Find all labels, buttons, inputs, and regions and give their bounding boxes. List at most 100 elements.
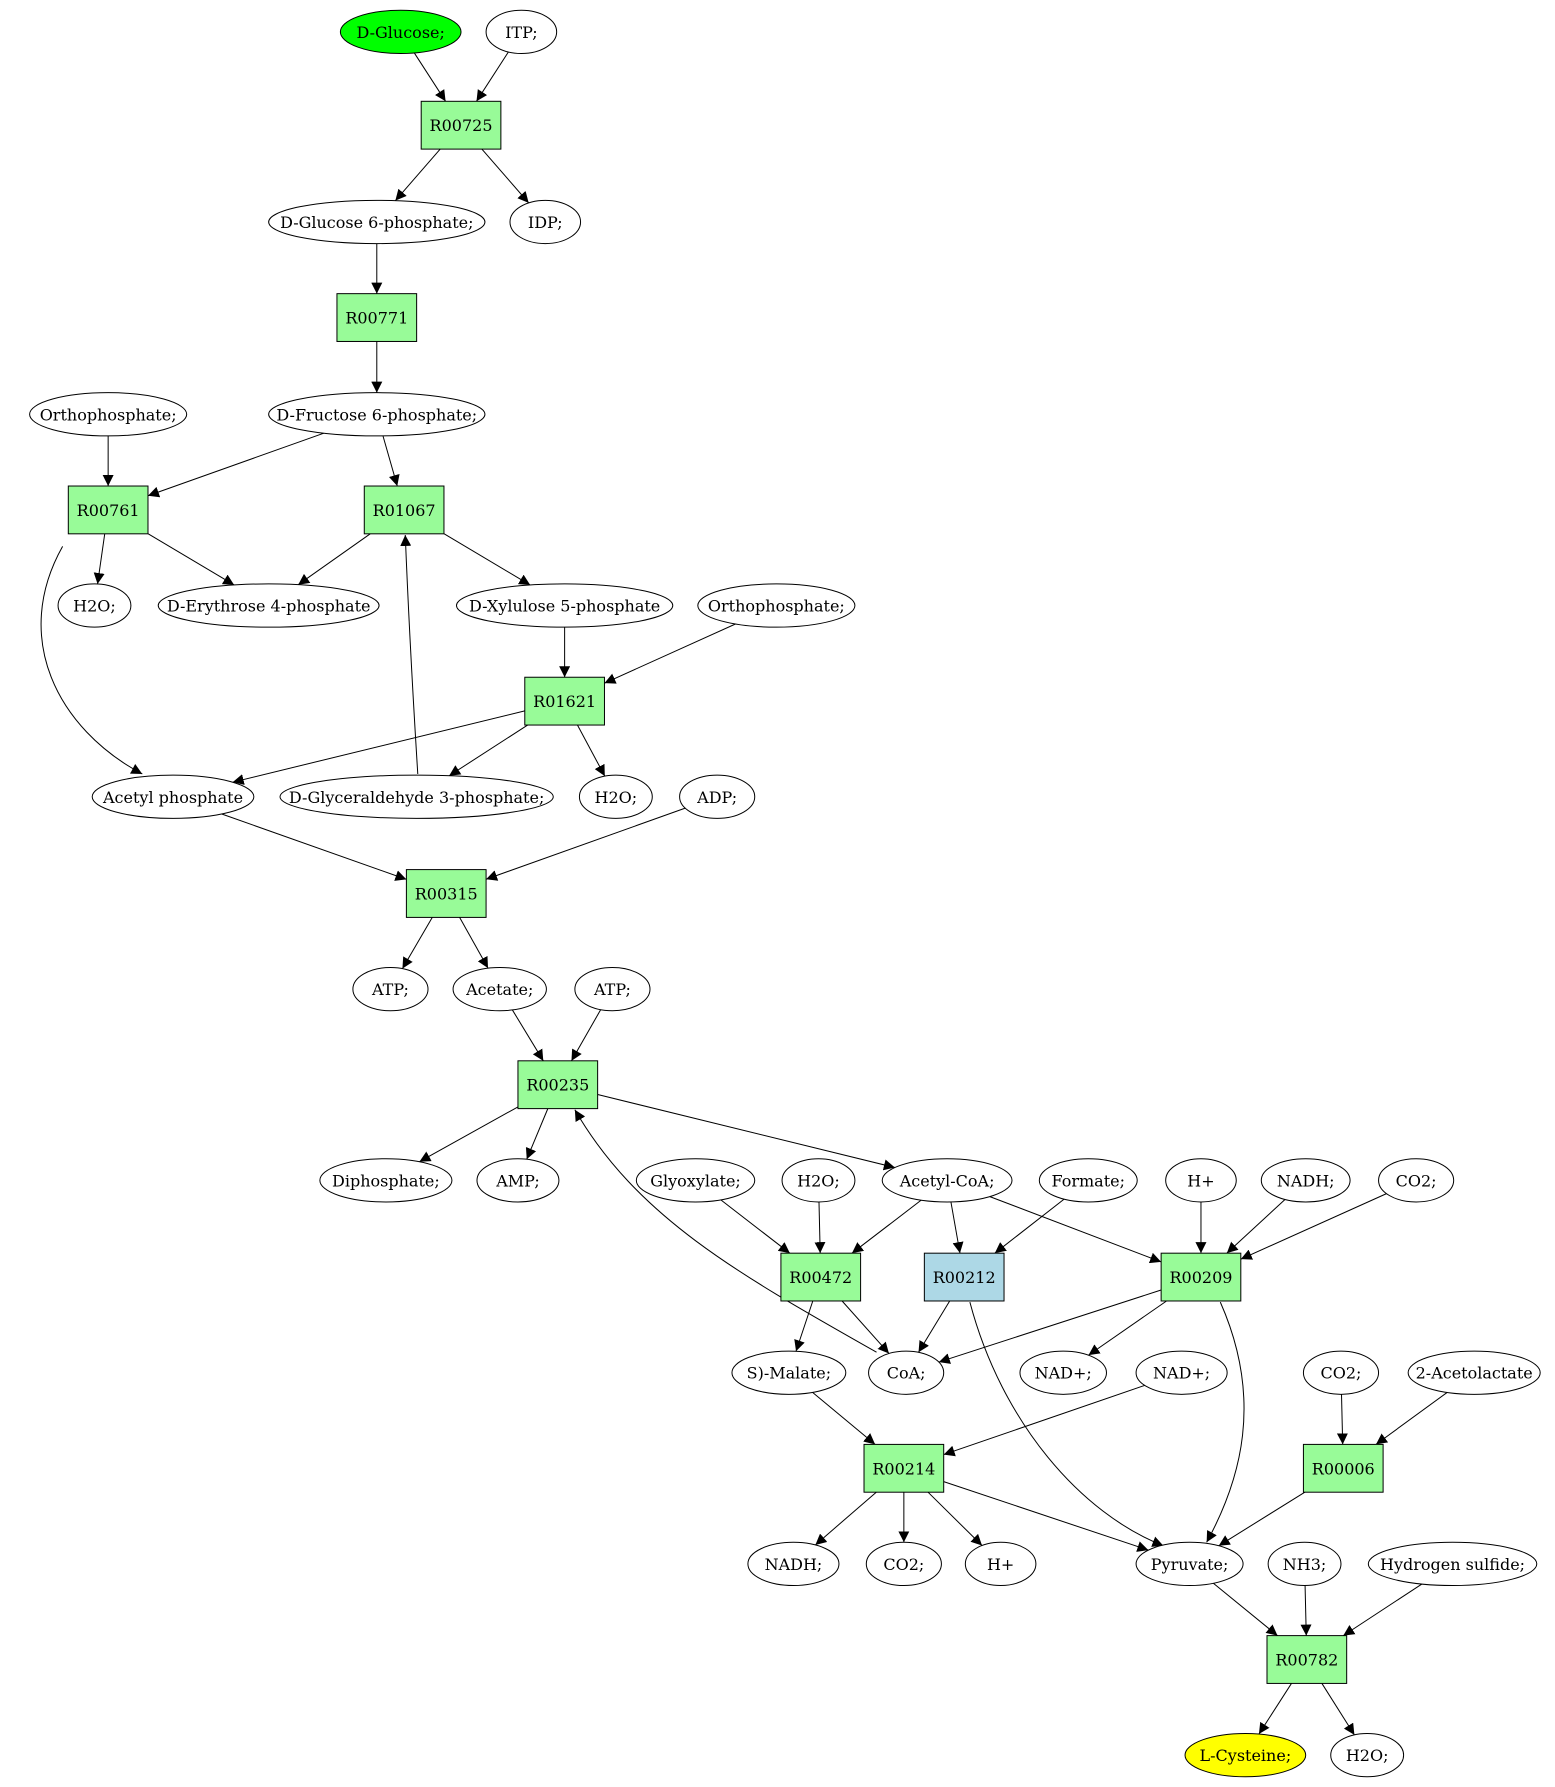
- compound-node-nadp2[interactable]: NAD+;: [1135, 1350, 1228, 1395]
- compound-node-co2_2[interactable]: CO2;: [1302, 1350, 1380, 1395]
- edge-r00235-to-diphos: [419, 1106, 519, 1163]
- compound-ellipse: [1135, 1350, 1228, 1395]
- edge-h2o_3-to-r00472: [814, 1201, 826, 1254]
- compound-ellipse: [1260, 1158, 1351, 1203]
- compound-node-nh3[interactable]: NH3;: [1267, 1541, 1342, 1587]
- node-label: CO2;: [1321, 1364, 1362, 1383]
- compound-node-glyox[interactable]: Glyoxylate;: [635, 1158, 756, 1203]
- reaction-node-r00212[interactable]: R00212: [923, 1252, 1005, 1302]
- reaction-box: [1160, 1252, 1242, 1302]
- edge-acetate-to-r00235: [511, 1009, 544, 1062]
- edge-r01067-to-x5p: [443, 533, 531, 586]
- node-label: NH3;: [1283, 1555, 1327, 1574]
- compound-ellipse: [1184, 1733, 1307, 1778]
- compound-node-acetate[interactable]: Acetate;: [452, 966, 547, 1012]
- reaction-box: [67, 485, 149, 535]
- reaction-node-r00771[interactable]: R00771: [336, 293, 418, 342]
- node-label: CO2;: [883, 1555, 924, 1574]
- reaction-node-r01067[interactable]: R01067: [363, 485, 445, 535]
- compound-node-x5p[interactable]: D-Xylulose 5-phosphate: [455, 583, 674, 628]
- reaction-box: [363, 485, 445, 535]
- compound-node-nadh1[interactable]: NADH;: [1260, 1158, 1351, 1203]
- edge-r01067-to-e4p: [297, 533, 371, 586]
- compound-node-h2s[interactable]: Hydrogen sulfide;: [1367, 1541, 1538, 1587]
- reaction-node-r00315[interactable]: R00315: [405, 869, 487, 918]
- compound-ellipse: [865, 1541, 942, 1587]
- node-label: R00771: [345, 309, 408, 328]
- reaction-node-r00006[interactable]: R00006: [1302, 1443, 1384, 1493]
- compound-node-acetolactate[interactable]: 2-Acetolactate: [1407, 1350, 1541, 1395]
- node-label: ADP;: [696, 788, 737, 807]
- edge-r00214-to-hplus2: [927, 1491, 983, 1546]
- compound-node-orthophos2[interactable]: Orthophosphate;: [697, 583, 856, 628]
- compound-node-h2o_2[interactable]: H2O;: [578, 774, 653, 819]
- edge-r00725-to-idp: [481, 148, 530, 204]
- compound-node-pyruvate[interactable]: Pyruvate;: [1135, 1541, 1244, 1587]
- node-label: R00214: [872, 1459, 935, 1478]
- compound-node-idp[interactable]: IDP;: [509, 199, 582, 245]
- node-label: NADH;: [1277, 1171, 1335, 1190]
- edge-co2_1-to-r00209: [1240, 1193, 1387, 1260]
- compound-node-h2o_1[interactable]: H2O;: [57, 583, 132, 628]
- node-label: H+: [987, 1555, 1014, 1574]
- compound-node-orthophos1[interactable]: Orthophosphate;: [29, 392, 188, 437]
- edge-g3p-to-r01067: [400, 534, 419, 775]
- compound-node-coa[interactable]: CoA;: [868, 1350, 945, 1395]
- compound-node-amp[interactable]: AMP;: [476, 1158, 560, 1203]
- edge-f6p-to-r01067: [382, 435, 400, 487]
- edge-r00472-to-malate: [794, 1300, 814, 1352]
- compound-node-atp2[interactable]: ATP;: [574, 966, 651, 1012]
- compound-node-malate[interactable]: S)-Malate;: [731, 1350, 847, 1395]
- compound-node-g3p[interactable]: D-Glyceraldehyde 3-phosphate;: [279, 774, 554, 819]
- edge-r00214-to-pyruvate: [943, 1481, 1149, 1552]
- compound-node-e4p[interactable]: D-Erythrose 4-phosphate: [157, 583, 380, 628]
- reaction-node-r00725[interactable]: R00725: [420, 100, 502, 150]
- node-label: Pyruvate;: [1151, 1555, 1229, 1574]
- compound-node-co2_1[interactable]: CO2;: [1378, 1158, 1455, 1203]
- compound-node-formate[interactable]: Formate;: [1038, 1158, 1138, 1203]
- compound-node-h2o_3[interactable]: H2O;: [781, 1158, 856, 1203]
- compound-node-f6p[interactable]: D-Fructose 6-phosphate;: [268, 392, 486, 437]
- reaction-node-r00761[interactable]: R00761: [67, 485, 149, 535]
- compound-node-itp[interactable]: ITP;: [485, 9, 558, 54]
- node-label: NAD+;: [1153, 1364, 1210, 1383]
- edge-nh3-to-r00782: [1300, 1585, 1312, 1636]
- node-label: Hydrogen sulfide;: [1380, 1555, 1525, 1574]
- reaction-box: [517, 1060, 599, 1110]
- edge-r00761-to-acetylp: [40, 546, 143, 775]
- compound-node-acetylp[interactable]: Acetyl phosphate: [91, 774, 255, 819]
- edge-r00235-to-amp: [525, 1108, 549, 1160]
- reaction-node-r01621[interactable]: R01621: [524, 676, 605, 726]
- compound-ellipse: [1267, 1541, 1342, 1587]
- node-label: 2-Acetolactate: [1416, 1364, 1533, 1383]
- edge-coa-to-r00235: [574, 1109, 877, 1353]
- node-label: CO2;: [1396, 1171, 1437, 1190]
- edge-formate-to-r00212: [994, 1198, 1065, 1254]
- compound-node-acoa[interactable]: Acetyl-CoA;: [881, 1158, 1013, 1203]
- reaction-node-r00782[interactable]: R00782: [1266, 1635, 1348, 1684]
- reaction-node-r00209[interactable]: R00209: [1160, 1252, 1242, 1302]
- compound-node-glucose[interactable]: D-Glucose;: [339, 9, 462, 54]
- compound-ellipse: [881, 1158, 1013, 1203]
- compound-node-atp1[interactable]: ATP;: [352, 966, 429, 1012]
- compound-node-co2_3[interactable]: CO2;: [865, 1541, 942, 1587]
- compound-node-diphos[interactable]: Diphosphate;: [319, 1158, 453, 1203]
- compound-node-nadp1[interactable]: NAD+;: [1019, 1350, 1107, 1395]
- compound-node-nadh2[interactable]: NADH;: [747, 1541, 840, 1587]
- compound-node-cysteine[interactable]: L-Cysteine;: [1184, 1733, 1307, 1778]
- edge-adp-to-r00315: [485, 807, 686, 881]
- compound-node-h2o_4[interactable]: H2O;: [1330, 1733, 1405, 1778]
- compound-node-g6p[interactable]: D-Glucose 6-phosphate;: [268, 199, 486, 245]
- reaction-node-r00472[interactable]: R00472: [780, 1252, 862, 1302]
- compound-ellipse: [485, 9, 558, 54]
- compound-node-hplus1[interactable]: H+: [1165, 1158, 1237, 1203]
- compound-ellipse: [339, 9, 462, 54]
- node-label: R00006: [1312, 1459, 1375, 1478]
- node-label: D-Fructose 6-phosphate;: [276, 405, 477, 424]
- compound-node-hplus2[interactable]: H+: [964, 1541, 1037, 1587]
- reaction-node-r00214[interactable]: R00214: [863, 1443, 945, 1493]
- compound-node-adp[interactable]: ADP;: [679, 774, 756, 819]
- node-label: H2O;: [797, 1171, 840, 1190]
- reaction-node-r00235[interactable]: R00235: [517, 1060, 599, 1110]
